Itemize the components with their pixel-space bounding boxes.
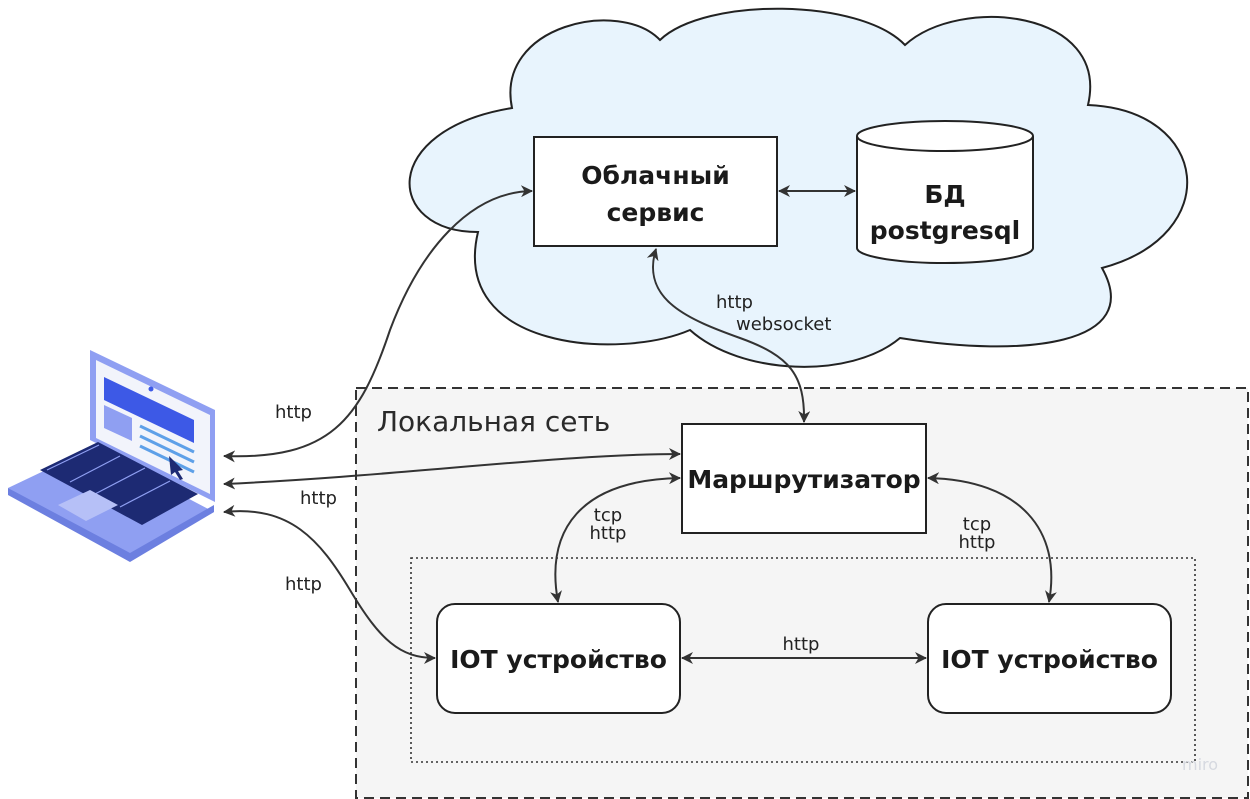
iot-device-right-node — [927, 603, 1172, 714]
edge-laptop-cloud — [223, 185, 533, 463]
edge-label-iot-iot: http — [783, 634, 820, 655]
cloud-service-node — [533, 136, 778, 247]
edge-laptop-router — [223, 448, 681, 490]
database-node — [856, 120, 1034, 264]
edge-router-iot-left — [550, 472, 681, 603]
edge-router-iot-right — [927, 472, 1057, 603]
iot-device-left-node — [436, 603, 681, 714]
edge-label-laptop-router: http — [300, 488, 337, 509]
edge-label-laptop-iot: http — [285, 574, 322, 595]
edge-label-laptop-cloud: http — [275, 402, 312, 423]
iot-device-left-label: IOT устройство — [450, 645, 667, 674]
local-network-label: Локальная сеть — [377, 405, 610, 438]
watermark: miro — [1182, 755, 1218, 774]
edge-cloud-router — [646, 248, 811, 423]
router-node — [681, 423, 927, 534]
iot-device-right-label: IOT устройство — [941, 645, 1158, 674]
laptop-icon — [8, 350, 215, 562]
edge-laptop-iot — [223, 504, 436, 664]
router-label: Маршрутизатор — [687, 465, 920, 494]
